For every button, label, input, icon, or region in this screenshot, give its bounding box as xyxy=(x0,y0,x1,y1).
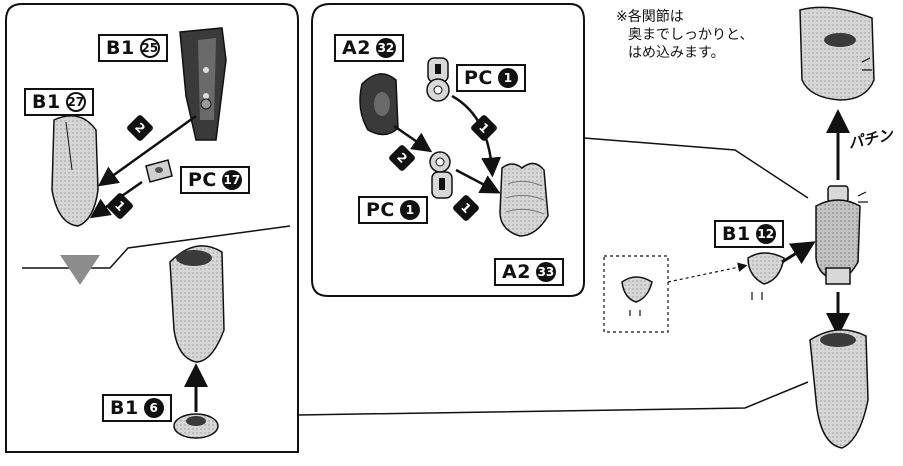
part-knee-assembly xyxy=(815,185,868,285)
label-code: B1 xyxy=(722,222,751,245)
label-code: A2 xyxy=(502,260,531,283)
part-b1-12-detail xyxy=(621,276,653,316)
label-b1-12: B1 12 xyxy=(714,220,784,248)
label-code: PC xyxy=(464,66,493,89)
arrow-pc-mid-to-a2-33 xyxy=(455,168,501,194)
part-a2-32 xyxy=(359,73,399,136)
label-a2-32: A2 32 xyxy=(334,34,404,62)
note-line-2: 奥までしっかりと、 xyxy=(628,27,754,43)
label-a2-33: A2 33 xyxy=(494,258,564,286)
divider-line-left xyxy=(22,225,291,269)
label-number: 12 xyxy=(755,224,776,244)
assembly-note: ※各関節は 奥までしっかりと、 はめ込みます。 xyxy=(616,8,753,62)
label-code: A2 xyxy=(342,36,371,59)
label-b1-6: B1 6 xyxy=(102,394,172,422)
part-upper-thigh xyxy=(799,6,875,101)
part-assembled-lower-leg xyxy=(169,245,225,363)
label-pc-1-mid: PC 1 xyxy=(358,196,428,224)
label-number: 25 xyxy=(139,38,160,58)
note-line-3: はめ込みます。 xyxy=(628,45,725,61)
detail-box xyxy=(603,255,669,333)
dotted-arrow-detail xyxy=(667,262,748,283)
middle-panel-frame xyxy=(311,3,585,297)
label-pc-17: PC 17 xyxy=(180,166,250,194)
label-b1-27: B1 27 xyxy=(24,88,94,116)
part-pc-1-mid xyxy=(429,151,453,199)
label-pc-1-top: PC 1 xyxy=(456,64,526,92)
label-number: 6 xyxy=(143,398,164,418)
arrow-a2-32-to-pc xyxy=(393,124,433,153)
label-number: 1 xyxy=(399,200,420,220)
connector-line-bottom xyxy=(297,381,809,416)
label-b1-25: B1 25 xyxy=(98,34,168,62)
connector-line-top xyxy=(583,137,809,199)
part-b1-27 xyxy=(51,115,99,227)
label-code: PC xyxy=(188,168,217,191)
part-lower-leg-right xyxy=(809,329,869,449)
part-b1-12 xyxy=(747,252,785,300)
label-number: 1 xyxy=(497,68,518,88)
arrow-b1-12-to-knee xyxy=(781,241,816,265)
part-pc-1-top xyxy=(426,57,450,102)
label-number: 17 xyxy=(221,170,242,190)
label-code: PC xyxy=(366,198,395,221)
part-pc-17 xyxy=(145,159,173,183)
label-code: B1 xyxy=(110,396,139,419)
label-number: 32 xyxy=(375,38,396,58)
down-triangle-icon xyxy=(60,255,100,285)
part-b1-6 xyxy=(173,413,219,439)
left-panel-frame xyxy=(5,3,299,453)
label-code: B1 xyxy=(106,36,135,59)
label-number: 33 xyxy=(535,262,556,282)
part-b1-25 xyxy=(179,27,227,141)
label-number: 27 xyxy=(65,92,86,112)
arrow-b1-25-to-shell xyxy=(97,114,197,187)
part-a2-33 xyxy=(499,162,549,237)
label-code: B1 xyxy=(32,90,61,113)
note-line-1: ※各関節は xyxy=(616,9,684,25)
